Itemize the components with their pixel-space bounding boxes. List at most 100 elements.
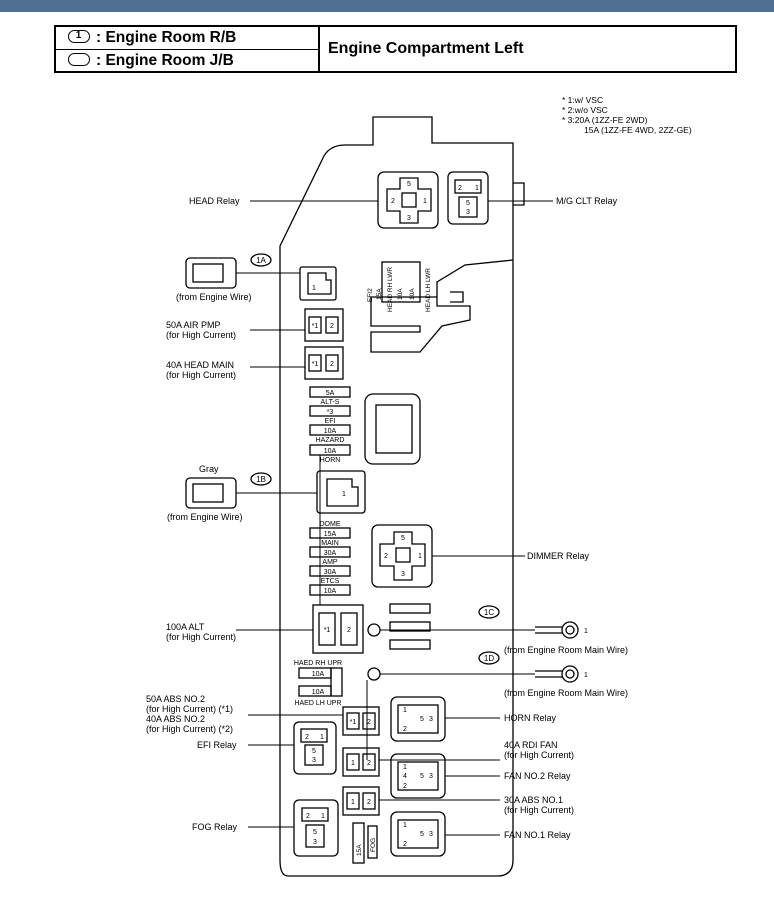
fuse-head-rh-upr-name: HAED RH UPR xyxy=(294,660,342,667)
fan1-relay-pin1: 1 xyxy=(403,822,407,829)
label-air-pmp: 50A AIR PMP (for High Current) xyxy=(166,320,236,340)
note-1: * 1:w/ VSC xyxy=(562,95,604,105)
fan2-relay-pin3: 3 xyxy=(429,773,433,780)
fuse-dome xyxy=(309,527,351,539)
fan2-relay-pin4: 4 xyxy=(403,773,407,780)
head-upr-bracket xyxy=(330,667,343,697)
ring-terminal-c xyxy=(561,621,579,639)
fuse-efi2-name: EFI2 xyxy=(367,288,374,302)
alt-fusible xyxy=(312,604,364,654)
label-rdi-fan-main: 40A RDI FAN xyxy=(504,740,558,750)
label-from-main-wire-d: (from Engine Room Main Wire) xyxy=(504,688,629,698)
fuse-main xyxy=(309,546,351,558)
ring-terminal-c-wire xyxy=(535,626,562,634)
fuse-alt-s xyxy=(309,386,351,398)
label-mg-clt-relay: M/G CLT Relay xyxy=(556,196,618,206)
stud-1d xyxy=(367,667,381,681)
head-relay-pin3: 3 xyxy=(407,215,411,222)
mgclt-relay-top xyxy=(454,179,482,194)
label-fog-relay: FOG Relay xyxy=(192,822,238,832)
ring-terminal-c-hole xyxy=(565,625,575,635)
ring-terminal-d-hole xyxy=(565,669,575,679)
slot-2 xyxy=(389,621,431,632)
header-divider xyxy=(318,27,320,71)
rdi-fan-cell-a xyxy=(346,753,360,771)
rdi-pin2: 2 xyxy=(367,760,371,767)
slot-1 xyxy=(389,603,431,614)
fuse-efi-rating: *3 xyxy=(327,409,334,416)
box-tab-right-1 xyxy=(513,182,525,206)
label-head-main-main: 40A HEAD MAIN xyxy=(166,360,235,370)
fog-relay-pin3: 3 xyxy=(313,839,317,846)
legend-row-jb: : Engine Room J/B xyxy=(56,50,318,72)
legend-header: 1: Engine Room R/B : Engine Room J/B Eng… xyxy=(54,25,737,73)
head-relay-socket xyxy=(386,177,432,224)
label-air-pmp-main: 50A AIR PMP xyxy=(166,320,221,330)
efi-relay-pin3: 3 xyxy=(312,757,316,764)
label-abs1: 30A ABS NO.1 (for High Current) xyxy=(504,795,574,815)
label-from-engine-wire-b: (from Engine Wire) xyxy=(167,512,243,522)
head-main-fusible xyxy=(304,346,344,380)
head-relay-pin5: 5 xyxy=(407,181,411,188)
mgclt-pin1: 1 xyxy=(475,185,479,192)
leader-lines xyxy=(236,200,553,836)
callout-1b-oval xyxy=(250,472,272,486)
abs1-cell-a xyxy=(346,792,360,810)
abs2-pin1: *1 xyxy=(350,719,357,726)
head-relay-box xyxy=(377,171,439,229)
abs2-cell-b xyxy=(362,712,376,730)
ring-terminal-d-wire xyxy=(535,670,562,678)
conn-1b-box xyxy=(316,470,366,514)
label-fan2-relay: FAN NO.2 Relay xyxy=(504,771,571,781)
fog-slot xyxy=(367,825,378,859)
alt-cell-a xyxy=(318,612,336,646)
rdi-fan-fusible xyxy=(342,747,380,777)
fuse-fog xyxy=(352,822,365,864)
horn-relay-pin2: 2 xyxy=(403,726,407,733)
circled-one-symbol: 1 xyxy=(68,30,90,44)
legend-jb-text: : Engine Room J/B xyxy=(96,52,234,69)
label-head-main-sub: (for High Current) xyxy=(166,370,237,380)
fuse-head-rh-upr-rating: 10A xyxy=(312,671,325,678)
label-abs2-b-sub: (for High Current) (*2) xyxy=(146,724,234,734)
legend-row-rb: 1: Engine Room R/B xyxy=(56,27,318,50)
note-3: * 3:20A (1ZZ-FE 2WD) xyxy=(562,115,648,125)
alt-pin2: 2 xyxy=(347,627,351,634)
head-lwr-fuse-group xyxy=(381,261,421,303)
rdi-fan-cell-b xyxy=(362,753,376,771)
fan1-relay-box xyxy=(390,811,446,857)
label-fan1-relay: FAN NO.1 Relay xyxy=(504,830,571,840)
efi-relay-box xyxy=(293,721,337,775)
label-alt100-sub: (for High Current) xyxy=(166,632,237,642)
alt-pin1: *1 xyxy=(324,627,331,634)
callout-1d-oval xyxy=(478,651,500,665)
fuse-main-rating: 30A xyxy=(324,550,337,557)
fuse-head-rh-lwr-rating: 10A xyxy=(397,288,404,300)
fuse-efi2-rating: 15A xyxy=(376,288,383,300)
fan1-relay-pin5: 5 xyxy=(420,831,424,838)
conn-1a-inner xyxy=(307,272,332,295)
label-air-pmp-sub: (for High Current) xyxy=(166,330,237,340)
fuse-head-lh-upr-rating: 10A xyxy=(312,689,325,696)
label-abs1-sub: (for High Current) xyxy=(504,805,575,815)
middle-connector xyxy=(364,393,421,465)
conn-1b-inner xyxy=(326,478,359,507)
air-pmp-pin1: *1 xyxy=(312,323,319,330)
label-alt100-main: 100A ALT xyxy=(166,622,205,632)
head-main-pin2: 2 xyxy=(330,361,334,368)
conn1a-pin1: 1 xyxy=(312,285,316,292)
dimmer-relay-center xyxy=(395,547,411,563)
fuse-alt-s-rating: 5A xyxy=(326,390,335,397)
mgclt-pin5: 5 xyxy=(466,200,470,207)
label-gray: Gray xyxy=(199,464,219,474)
horn-relay-box xyxy=(390,696,446,742)
head-relay-pin1: 1 xyxy=(423,198,427,205)
label-dimmer-relay: DIMMER Relay xyxy=(527,551,590,561)
fan2-relay-pin1: 1 xyxy=(403,764,407,771)
dimmer-relay-socket xyxy=(379,531,426,581)
horn-relay-inner xyxy=(397,704,439,734)
fan1-relay-pin2: 2 xyxy=(403,841,407,848)
callout-1a-oval xyxy=(250,253,272,267)
mgclt-relay-bottom xyxy=(458,196,478,218)
